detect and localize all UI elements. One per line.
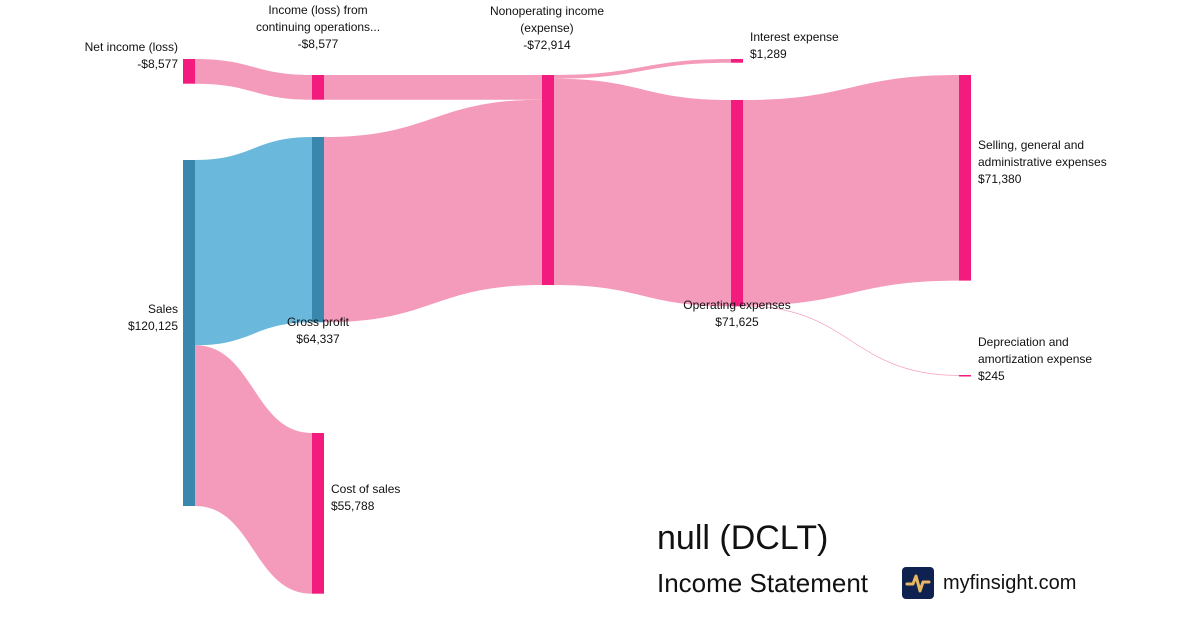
node-name: Operating expenses (683, 298, 791, 312)
node-sales (183, 160, 195, 506)
node-name: Sales (147, 302, 178, 316)
node-value: -$8,577 (137, 57, 178, 71)
site-name: myfinsight.com (943, 572, 1077, 594)
label-sga: Selling, general and administrative expen… (978, 137, 1107, 188)
label-gross-profit: Gross profit $64,337 (287, 314, 349, 348)
node-value: $71,380 (978, 172, 1022, 186)
node-gross_profit (312, 137, 324, 323)
node-name-line2: continuing operations... (255, 20, 381, 34)
node-name: Interest expense (750, 30, 839, 44)
node-name: Income (loss) from (268, 3, 368, 17)
label-interest: Interest expense $1,289 (750, 29, 839, 63)
node-name-line2: (expense) (520, 21, 574, 35)
node-value: $120,125 (127, 319, 178, 333)
link-sales-to-cost_of_sales (195, 345, 312, 594)
node-sga (959, 75, 971, 281)
node-name: Nonoperating income (489, 4, 605, 18)
node-name: Depreciation and (978, 335, 1069, 349)
chart-subtitle: Income Statement (657, 568, 868, 598)
node-name: Cost of sales (331, 482, 401, 496)
node-da (959, 375, 971, 377)
node-value: $1,289 (750, 47, 787, 61)
node-value: -$72,914 (523, 38, 571, 52)
node-value: $64,337 (296, 332, 340, 346)
link-opex-to-sga (743, 75, 959, 306)
link-income_ops-to-nonop (324, 75, 542, 100)
link-nonop-to-interest (554, 59, 731, 79)
node-income_ops (312, 75, 324, 100)
label-income-ops: Income (loss) from continuing operations.… (256, 2, 380, 53)
node-value: $71,625 (715, 315, 759, 329)
node-interest (731, 59, 743, 63)
node-value: $55,788 (331, 499, 375, 513)
link-opex-to-da (743, 305, 959, 376)
node-name: Selling, general and (978, 138, 1085, 152)
link-nonop-to-opex (554, 78, 731, 307)
node-name-line2: administrative expenses (978, 155, 1107, 169)
link-sales-to-gross_profit (195, 137, 312, 346)
node-name-line2: amortization expense (978, 352, 1093, 366)
chart-title: null (DCLT) (657, 519, 829, 557)
link-gross_profit-to-nonop (324, 99, 542, 323)
label-nonoperating: Nonoperating income (expense) -$72,914 (490, 3, 604, 54)
myfinsight-logo-icon (902, 567, 934, 599)
label-da: Depreciation and amortization expense $245 (978, 334, 1092, 385)
node-net_income (183, 59, 195, 84)
label-cost-of-sales: Cost of sales $55,788 (331, 481, 400, 515)
node-name: Net income (loss) (84, 40, 178, 54)
node-value: $245 (978, 369, 1005, 383)
label-net-income: Net income (loss) -$8,577 (85, 39, 178, 73)
node-cost_of_sales (312, 433, 324, 594)
node-value: -$8,577 (297, 37, 339, 51)
label-sales: Sales $120,125 (128, 301, 178, 335)
label-opex: Operating expenses $71,625 (683, 297, 790, 331)
node-opex (731, 100, 743, 307)
link-net_income-to-income_ops (195, 59, 312, 100)
node-name: Gross profit (286, 315, 350, 329)
node-nonop (542, 75, 554, 286)
